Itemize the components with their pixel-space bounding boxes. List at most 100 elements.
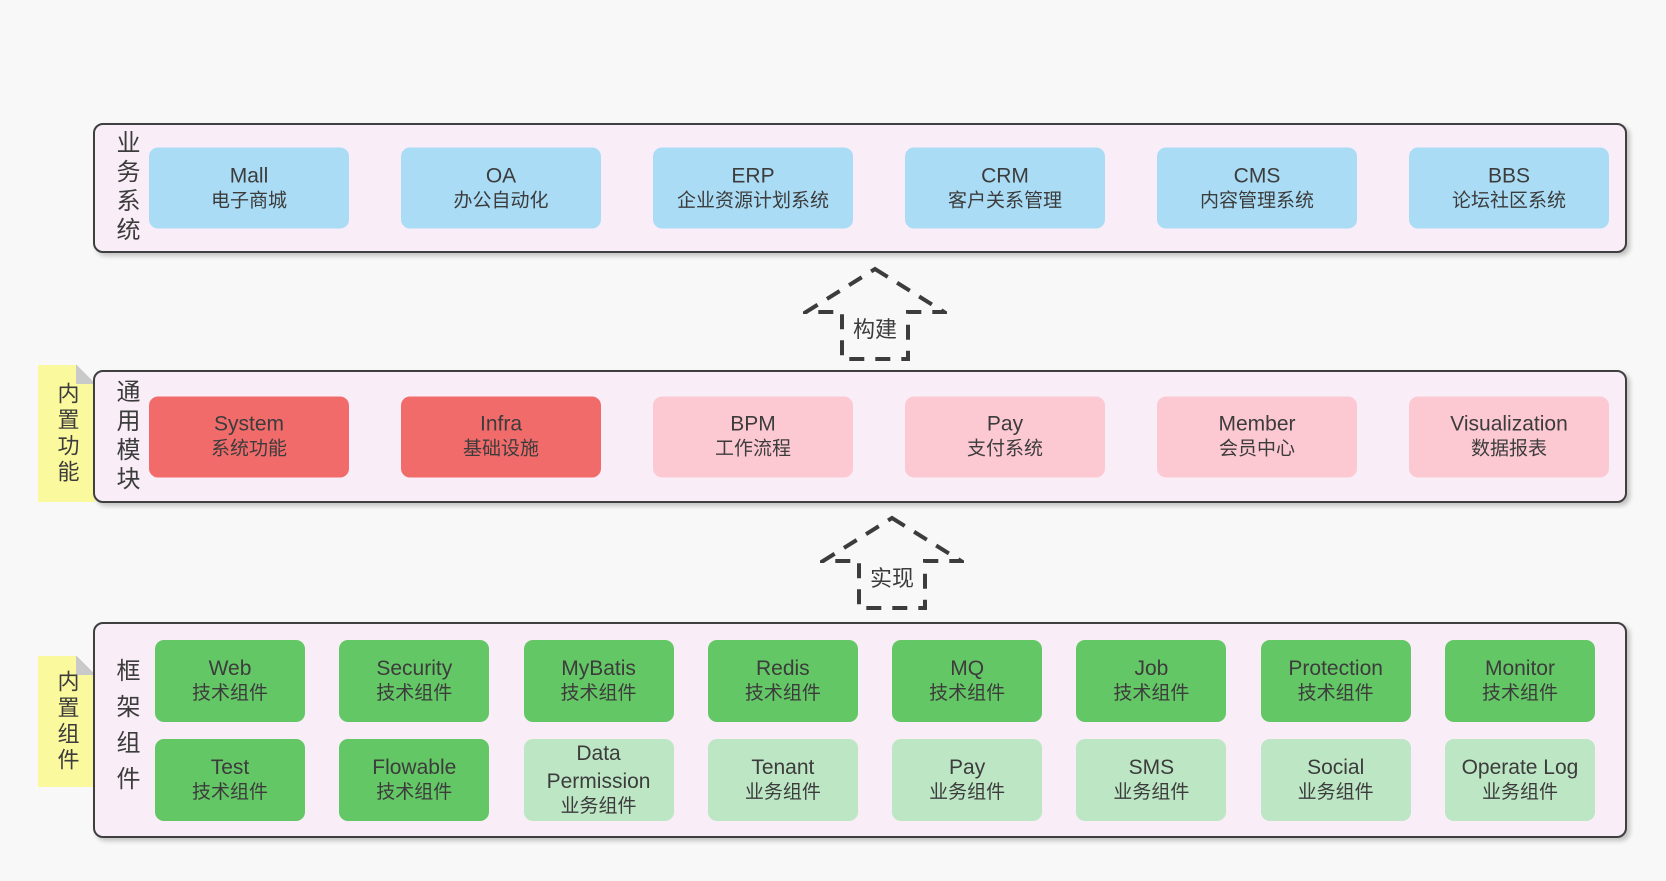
box-name: CMS bbox=[1233, 164, 1281, 187]
layer-label-business-systems: 业务系统 bbox=[112, 130, 139, 246]
component-box-redis: Redis 技术组件 bbox=[707, 640, 858, 722]
module-box-visualization: Visualization 数据报表 bbox=[1409, 396, 1609, 477]
box-desc: 客户关系管理 bbox=[947, 190, 1062, 212]
system-box-oa: OA 办公自动化 bbox=[401, 147, 601, 229]
box-name: Web bbox=[208, 657, 252, 680]
box-name: BPM bbox=[730, 412, 776, 436]
module-box-infra: Infra 基础设施 bbox=[401, 396, 601, 477]
component-box-sms: SMS 业务组件 bbox=[1076, 739, 1227, 821]
box-name: Pay bbox=[949, 756, 986, 779]
component-box-mq: MQ 技术组件 bbox=[892, 640, 1043, 722]
build-arrow-label: 构建 bbox=[848, 312, 902, 344]
components-grid: Web 技术组件 Security 技术组件 MyBatis 技术组件 Redi… bbox=[155, 640, 1595, 821]
box-desc: 技术组件 bbox=[191, 683, 268, 705]
component-box-data-permission: Data Permission 业务组件 bbox=[523, 739, 674, 821]
box-desc: 企业资源计划系统 bbox=[676, 190, 829, 212]
sticky-note-label: 内置组件 bbox=[54, 669, 80, 774]
box-name: Tenant bbox=[751, 756, 815, 779]
layer-label-common-modules: 通用模块 bbox=[112, 378, 139, 495]
implement-arrow-label: 实现 bbox=[865, 561, 919, 593]
implement-arrow: 实现 bbox=[820, 515, 964, 611]
box-desc: 论坛社区系统 bbox=[1451, 190, 1566, 212]
modules-box-row: System 系统功能 Infra 基础设施 BPM 工作流程 Pay 支付系统… bbox=[149, 396, 1609, 477]
box-name: CRM bbox=[981, 164, 1029, 187]
box-desc: 业务组件 bbox=[1297, 782, 1374, 804]
box-name: OA bbox=[485, 164, 517, 187]
box-desc: 数据报表 bbox=[1470, 438, 1547, 460]
box-desc: 业务组件 bbox=[560, 795, 637, 817]
system-box-mall: Mall 电子商城 bbox=[149, 147, 349, 229]
layer-framework-components: 框架组件 Web 技术组件 Security 技术组件 MyBatis 技术组件… bbox=[93, 622, 1627, 838]
box-name: System bbox=[213, 412, 284, 436]
box-name: BBS bbox=[1487, 164, 1531, 187]
box-name: Test bbox=[210, 756, 250, 779]
box-desc: 技术组件 bbox=[376, 782, 453, 804]
component-box-web: Web 技术组件 bbox=[155, 640, 305, 722]
component-box-flowable: Flowable 技术组件 bbox=[339, 739, 490, 821]
box-name: SMS bbox=[1128, 756, 1175, 779]
box-name: Visualization bbox=[1450, 412, 1568, 436]
box-desc: 基础设施 bbox=[462, 438, 539, 460]
box-desc: 技术组件 bbox=[929, 683, 1006, 705]
component-box-mybatis: MyBatis 技术组件 bbox=[523, 640, 674, 722]
module-box-pay: Pay 支付系统 bbox=[905, 396, 1105, 477]
box-name: Security bbox=[376, 657, 453, 680]
box-desc: 业务组件 bbox=[744, 782, 821, 804]
component-box-protection: Protection 技术组件 bbox=[1260, 640, 1411, 722]
box-desc: 技术组件 bbox=[1481, 683, 1558, 705]
component-box-social: Social 业务组件 bbox=[1260, 739, 1411, 821]
system-box-bbs: BBS 论坛社区系统 bbox=[1409, 147, 1609, 229]
box-name: Monitor bbox=[1484, 657, 1555, 680]
component-box-tenant: Tenant 业务组件 bbox=[707, 739, 858, 821]
system-box-crm: CRM 客户关系管理 bbox=[905, 147, 1105, 229]
build-arrow: 构建 bbox=[803, 266, 947, 362]
box-desc: 支付系统 bbox=[966, 438, 1043, 460]
box-name: Job bbox=[1134, 657, 1169, 680]
box-desc: 内容管理系统 bbox=[1199, 190, 1314, 212]
component-box-operate-log: Operate Log 业务组件 bbox=[1444, 739, 1595, 821]
box-desc: 技术组件 bbox=[191, 782, 268, 804]
dashed-up-arrow-icon bbox=[820, 515, 964, 610]
box-desc: 系统功能 bbox=[210, 438, 287, 460]
box-desc: 技术组件 bbox=[560, 683, 637, 705]
business-box-row: Mall 电子商城 OA 办公自动化 ERP 企业资源计划系统 CRM 客户关系… bbox=[149, 147, 1609, 229]
box-name: Data Permission bbox=[546, 742, 651, 793]
box-desc: 技术组件 bbox=[1113, 683, 1190, 705]
box-desc: 技术组件 bbox=[1297, 683, 1374, 705]
box-desc: 电子商城 bbox=[210, 190, 287, 212]
module-box-bpm: BPM 工作流程 bbox=[653, 396, 853, 477]
box-name: Social bbox=[1307, 756, 1365, 779]
box-name: MyBatis bbox=[561, 657, 636, 680]
box-name: Pay bbox=[986, 412, 1024, 436]
sticky-note-label: 内置功能 bbox=[54, 381, 80, 486]
box-desc: 会员中心 bbox=[1218, 438, 1295, 460]
box-desc: 技术组件 bbox=[744, 683, 821, 705]
system-box-erp: ERP 企业资源计划系统 bbox=[653, 147, 853, 229]
box-name: Redis bbox=[755, 657, 810, 680]
module-box-member: Member 会员中心 bbox=[1157, 396, 1357, 477]
component-box-job: Job 技术组件 bbox=[1076, 640, 1227, 722]
system-box-cms: CMS 内容管理系统 bbox=[1157, 147, 1357, 229]
component-box-security: Security 技术组件 bbox=[339, 640, 490, 722]
box-desc: 业务组件 bbox=[1481, 782, 1558, 804]
dashed-up-arrow-icon bbox=[803, 266, 947, 361]
layer-business-systems: 业务系统 Mall 电子商城 OA 办公自动化 ERP 企业资源计划系统 CRM… bbox=[93, 123, 1627, 253]
box-name: Mall bbox=[229, 164, 269, 187]
box-desc: 技术组件 bbox=[376, 683, 453, 705]
sticky-note-built-in-functions: 内置功能 bbox=[38, 365, 95, 502]
box-desc: 工作流程 bbox=[714, 438, 791, 460]
box-desc: 业务组件 bbox=[929, 782, 1006, 804]
component-box-monitor: Monitor 技术组件 bbox=[1444, 640, 1595, 722]
box-desc: 办公自动化 bbox=[453, 190, 549, 212]
box-name: Infra bbox=[479, 412, 523, 436]
layer-common-modules: 通用模块 System 系统功能 Infra 基础设施 BPM 工作流程 Pay… bbox=[93, 370, 1627, 503]
module-box-system: System 系统功能 bbox=[149, 396, 349, 477]
box-name: Protection bbox=[1288, 657, 1383, 680]
box-name: ERP bbox=[731, 164, 775, 187]
layer-label-framework-components: 框架组件 bbox=[112, 658, 139, 802]
box-desc: 业务组件 bbox=[1113, 782, 1190, 804]
component-box-pay: Pay 业务组件 bbox=[892, 739, 1043, 821]
box-name: Member bbox=[1218, 412, 1296, 436]
box-name: Flowable bbox=[372, 756, 457, 779]
